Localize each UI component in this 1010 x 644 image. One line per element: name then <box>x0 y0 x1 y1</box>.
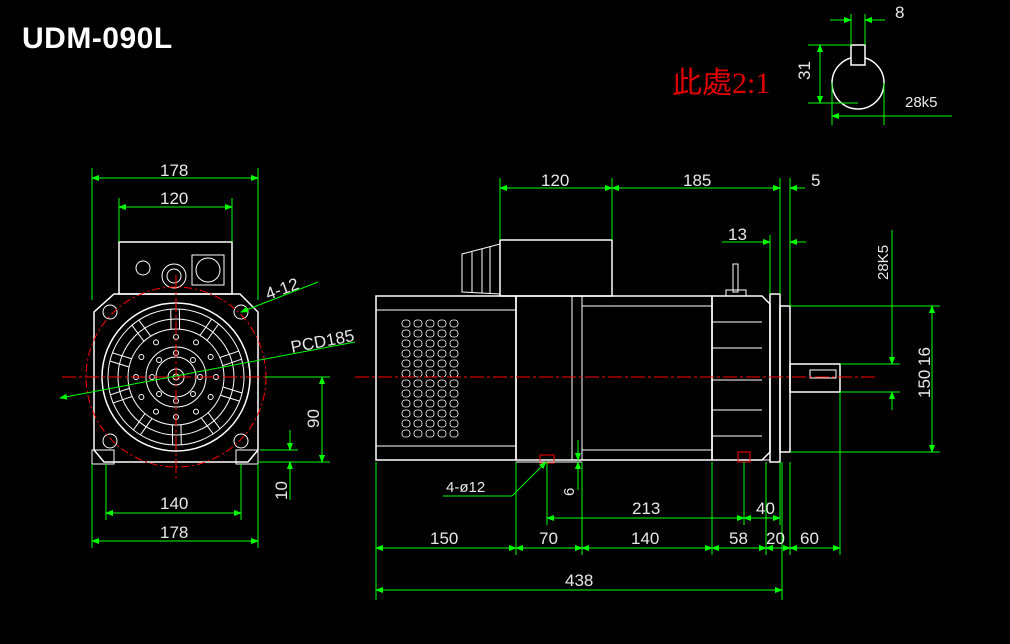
shaft-tol-label: 28K5 <box>875 245 892 280</box>
center-height-label: 90 <box>304 409 323 428</box>
key-width-label: 8 <box>895 3 904 22</box>
seg-58-label: 58 <box>729 529 748 548</box>
seg-150-label: 150 <box>430 529 458 548</box>
seg-140-label: 140 <box>631 529 659 548</box>
key-offset-label: 13 <box>728 225 747 244</box>
seg-60-label: 60 <box>800 529 819 548</box>
pcd-label: PCD185 <box>289 326 356 357</box>
base-width-label: 178 <box>160 523 188 542</box>
dim-213-label: 213 <box>632 499 660 518</box>
side-view: 120 185 5 13 28K5 150 16 4-ø12 6 213 40 … <box>355 171 940 600</box>
seg-70-label: 70 <box>539 529 558 548</box>
shaft-height-tol-label: 16 <box>915 347 934 366</box>
total-length-label: 438 <box>565 571 593 590</box>
dim-40-label: 40 <box>756 499 775 518</box>
key-height-label: 31 <box>795 61 814 80</box>
key-detail: 8 31 28k5 <box>795 3 952 125</box>
front-width-top: 178 <box>160 161 188 180</box>
bolt-holes-label: 4-12 <box>263 274 301 303</box>
foot-height-label: 10 <box>272 481 291 500</box>
foot-h-label: 6 <box>561 488 578 496</box>
box-to-flange-label: 185 <box>683 171 711 190</box>
detail-scale-label: 此處2:1 <box>672 67 771 100</box>
foot-span-label: 140 <box>160 494 188 513</box>
box-len-label: 120 <box>541 171 569 190</box>
foot-holes-label: 4-ø12 <box>446 479 485 496</box>
model-title: UDM-090L <box>22 22 173 55</box>
flange-thk-label: 5 <box>811 171 820 190</box>
seg-20-label: 20 <box>766 529 785 548</box>
front-view: 178 120 4-12 PCD185 90 10 140 178 <box>59 161 356 548</box>
front-width-mid: 120 <box>160 189 188 208</box>
shaft-height-label: 150 <box>915 370 934 398</box>
shaft-diam-label: 28k5 <box>905 94 938 111</box>
